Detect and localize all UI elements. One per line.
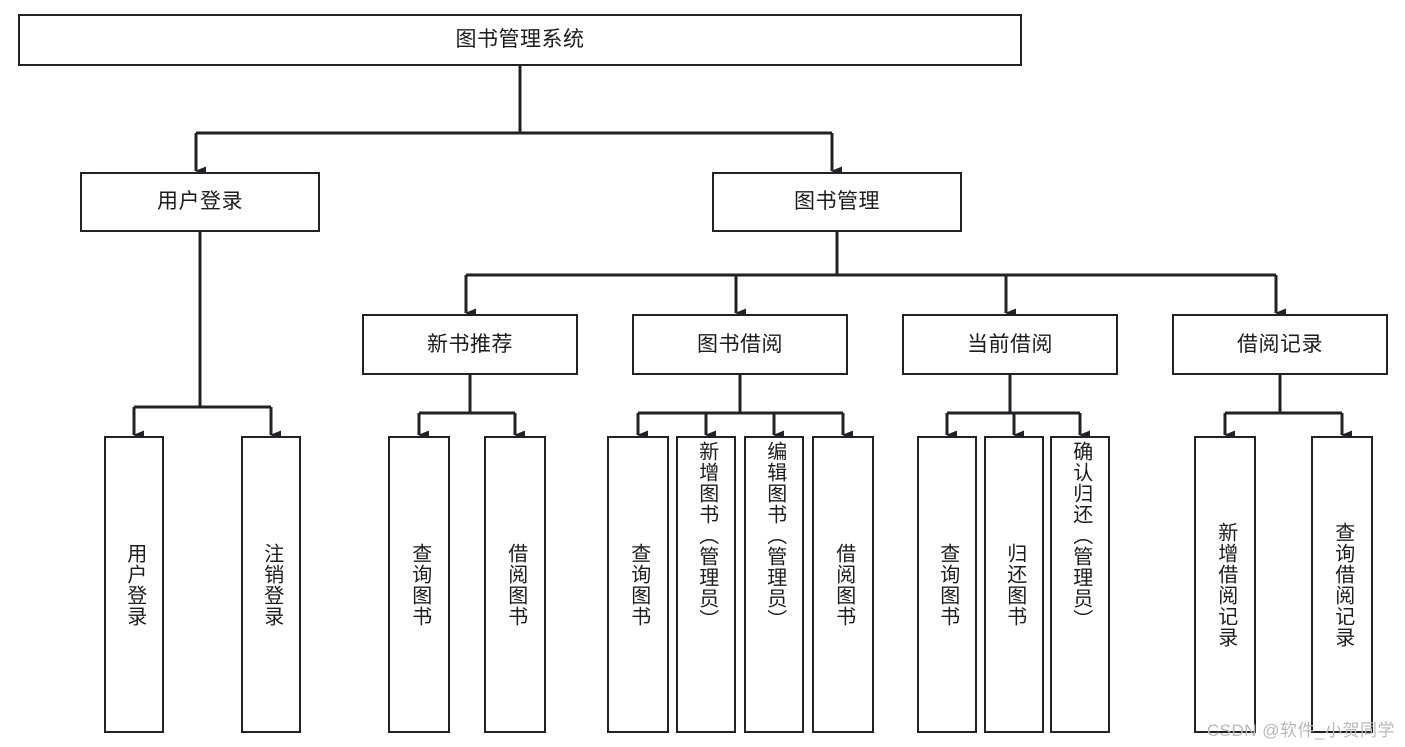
node-leaf-2[interactable]: 查询图书 [388, 436, 450, 733]
node-level2-3[interactable]: 借阅记录 [1172, 314, 1388, 375]
node-leaf-1[interactable]: 注销登录 [241, 436, 301, 733]
node-leaf-11[interactable]: 新增借阅记录 [1194, 436, 1256, 733]
node-label: 图书管理 [794, 190, 880, 214]
node-label: 用户登录 [123, 542, 146, 627]
node-level2-1[interactable]: 图书借阅 [632, 314, 848, 375]
node-level2-2[interactable]: 当前借阅 [902, 314, 1118, 375]
node-leaf-7[interactable]: 借阅图书 [812, 436, 874, 733]
node-label: 查询借阅记录 [1331, 521, 1354, 648]
node-leaf-8[interactable]: 查询图书 [917, 436, 977, 733]
node-leaf-3[interactable]: 借阅图书 [484, 436, 546, 733]
node-level1-1[interactable]: 图书管理 [712, 172, 962, 232]
node-leaf-6[interactable]: 编辑图书（管理员） [744, 436, 804, 733]
node-label: 查询图书 [936, 542, 959, 627]
node-label: 归还图书 [1003, 542, 1026, 627]
node-leaf-10[interactable]: 确认归还（管理员） [1050, 436, 1110, 733]
node-leaf-4[interactable]: 查询图书 [607, 436, 669, 733]
node-label: 编辑图书（管理员） [763, 441, 786, 630]
connectors-group [132, 66, 1352, 440]
node-leaf-9[interactable]: 归还图书 [984, 436, 1044, 733]
node-label: 当前借阅 [967, 332, 1053, 356]
node-leaf-5[interactable]: 新增图书（管理员） [676, 436, 736, 733]
node-level1-0[interactable]: 用户登录 [80, 172, 320, 232]
node-label: 新书推荐 [427, 332, 513, 356]
node-level2-0[interactable]: 新书推荐 [362, 314, 578, 375]
node-leaf-0[interactable]: 用户登录 [104, 436, 164, 733]
node-label: 确认归还（管理员） [1069, 441, 1092, 630]
node-label: 注销登录 [260, 542, 283, 627]
node-root[interactable]: 图书管理系统 [18, 14, 1022, 66]
node-label: 查询图书 [408, 542, 431, 627]
node-label: 查询图书 [627, 542, 650, 627]
node-label: 图书借阅 [697, 332, 783, 356]
node-label: 借阅图书 [504, 542, 527, 627]
node-label: 借阅图书 [832, 542, 855, 627]
node-label: 新增借阅记录 [1214, 521, 1237, 648]
node-label: 借阅记录 [1237, 332, 1323, 356]
node-label: 新增图书（管理员） [695, 441, 718, 630]
node-leaf-12[interactable]: 查询借阅记录 [1311, 436, 1373, 733]
node-label: 用户登录 [157, 190, 243, 214]
node-label: 图书管理系统 [455, 28, 585, 52]
